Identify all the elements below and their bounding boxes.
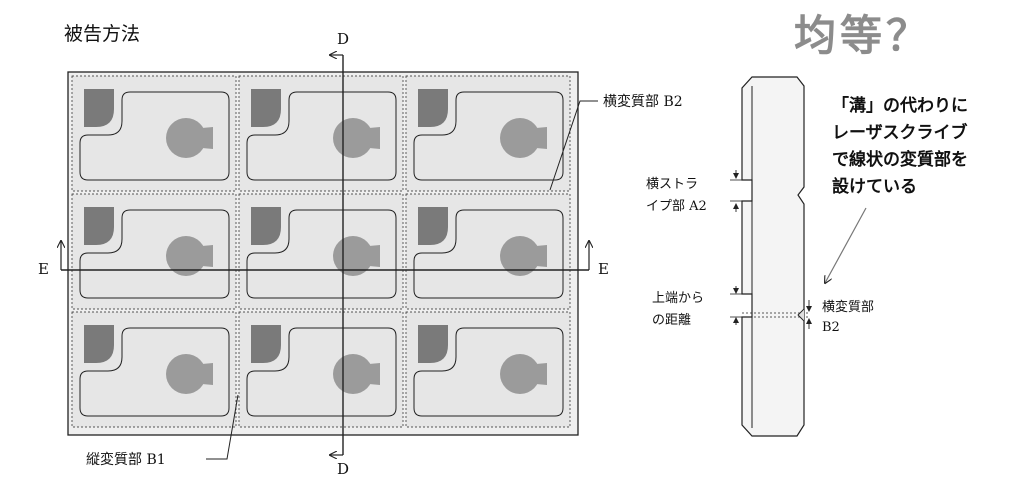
chip-mark bbox=[84, 325, 114, 363]
cell-outline bbox=[79, 91, 230, 181]
chip-mark bbox=[251, 207, 281, 245]
note-line-4: 設けている bbox=[832, 176, 917, 197]
section-label-d-bottom: D bbox=[337, 460, 349, 478]
cell-outline bbox=[79, 209, 230, 299]
callout-b2-label: 横変質部 B2 bbox=[603, 93, 683, 110]
cell-outline bbox=[79, 327, 230, 417]
circle-mark bbox=[500, 236, 540, 276]
a2-label-line1: 横ストラ bbox=[646, 177, 698, 192]
circle-tab-mark bbox=[369, 245, 380, 267]
note-line-3: で線状の変質部を bbox=[832, 149, 968, 170]
chip-mark bbox=[251, 89, 281, 127]
callout-b1-plan: 縦変質部 B1 bbox=[86, 394, 239, 468]
circle-tab-mark bbox=[369, 363, 380, 385]
page-title: 被告方法 bbox=[64, 23, 140, 45]
circle-tab-mark bbox=[202, 363, 213, 385]
distance-label-line2: の距離 bbox=[652, 313, 691, 328]
a2-label-line2: イプ部 A2 bbox=[646, 199, 707, 214]
cell bbox=[238, 311, 404, 428]
chip-mark bbox=[418, 325, 448, 363]
chip-mark bbox=[418, 89, 448, 127]
circle-tab-mark bbox=[536, 245, 547, 267]
circle-mark bbox=[500, 354, 540, 394]
cell bbox=[405, 75, 571, 192]
callout-b1-label: 縦変質部 B1 bbox=[86, 451, 166, 468]
chip-mark bbox=[418, 207, 448, 245]
cell bbox=[238, 193, 404, 310]
cell bbox=[405, 311, 571, 428]
note-arrow bbox=[825, 207, 867, 283]
note-block: 「溝」の代わりに レーザスクライブ で線状の変質部を 設けている bbox=[825, 95, 968, 283]
cell bbox=[71, 75, 237, 192]
circle-mark bbox=[333, 118, 373, 158]
cell-outline bbox=[413, 91, 564, 181]
cell-outline bbox=[246, 91, 397, 181]
cell bbox=[405, 193, 571, 310]
section-line-e: E E bbox=[38, 241, 609, 278]
circle-mark bbox=[333, 354, 373, 394]
page-heading: 均等？ bbox=[794, 11, 932, 60]
section-label-e-left: E bbox=[38, 260, 49, 278]
cell bbox=[238, 75, 404, 192]
section-label-e-right: E bbox=[598, 260, 609, 278]
circle-mark bbox=[166, 236, 206, 276]
chip-mark bbox=[251, 325, 281, 363]
cell bbox=[71, 311, 237, 428]
b2-label-line1: 横変質部 bbox=[822, 299, 874, 315]
callout-b2-plan: 横変質部 B2 bbox=[549, 93, 683, 191]
b2-notch bbox=[797, 308, 805, 322]
cell-grid bbox=[71, 75, 571, 428]
distance-label-line1: 上端から bbox=[652, 291, 704, 306]
section-line-d: D D bbox=[330, 30, 349, 478]
circle-tab-mark bbox=[536, 363, 547, 385]
chip-mark bbox=[84, 207, 114, 245]
cell bbox=[71, 193, 237, 310]
cell-outline bbox=[246, 209, 397, 299]
circle-tab-mark bbox=[202, 127, 213, 149]
cell-outline bbox=[413, 327, 564, 417]
panel-plan-view bbox=[67, 71, 579, 436]
circle-mark bbox=[500, 118, 540, 158]
circle-tab-mark bbox=[369, 127, 380, 149]
circle-mark bbox=[166, 354, 206, 394]
cell-outline bbox=[413, 209, 564, 299]
substrate-profile bbox=[741, 76, 805, 437]
circle-tab-mark bbox=[202, 245, 213, 267]
cell-outline bbox=[246, 327, 397, 417]
note-line-1: 「溝」の代わりに bbox=[832, 95, 968, 116]
circle-mark bbox=[166, 118, 206, 158]
note-line-2: レーザスクライブ bbox=[832, 122, 968, 143]
cross-section-view: 横ストラ イプ部 A2 上端から の距離 横変質部 B2 bbox=[646, 76, 874, 437]
section-label-d-top: D bbox=[337, 30, 349, 48]
b2-label-line2: B2 bbox=[822, 320, 840, 335]
chip-mark bbox=[84, 89, 114, 127]
circle-tab-mark bbox=[536, 127, 547, 149]
